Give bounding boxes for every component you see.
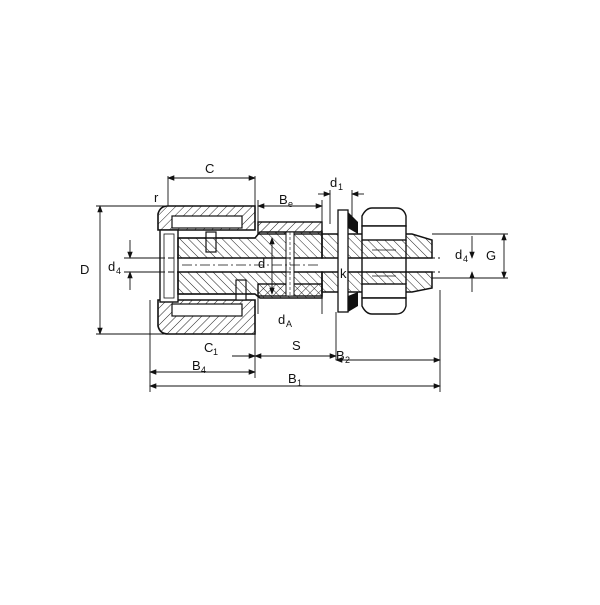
labels: C r B e d 1 D d 4 d d 4 G k d A C 1 S B … [80, 161, 496, 388]
label-C1: C [204, 340, 213, 355]
label-d1: d [330, 175, 337, 190]
label-dA-sub: A [286, 319, 292, 329]
label-B4-sub: 4 [201, 365, 206, 375]
label-Be-sub: e [288, 199, 293, 209]
label-C: C [205, 161, 214, 176]
label-S: S [292, 338, 301, 353]
label-B1: B [288, 371, 297, 386]
label-Be: B [279, 192, 288, 207]
label-r: r [154, 190, 159, 205]
label-D: D [80, 262, 89, 277]
label-d4-left-sub: 4 [116, 266, 121, 276]
hex-nut [361, 207, 407, 315]
outer-ring [157, 205, 256, 335]
dimension-lines [96, 175, 508, 392]
label-B1-sub: 1 [297, 378, 302, 388]
label-d1-sub: 1 [338, 182, 343, 192]
label-dA: d [278, 312, 285, 327]
label-B4: B [192, 358, 201, 373]
label-G: G [486, 248, 496, 263]
label-B2: B [336, 348, 345, 363]
label-d4-left: d [108, 259, 115, 274]
label-d4-right-sub: 4 [463, 254, 468, 264]
label-B2-sub: 2 [345, 355, 350, 365]
washer [337, 209, 358, 313]
label-C1-sub: 1 [213, 347, 218, 357]
label-d: d [258, 256, 265, 271]
label-k: k [340, 266, 347, 281]
label-d4-right: d [455, 247, 462, 262]
